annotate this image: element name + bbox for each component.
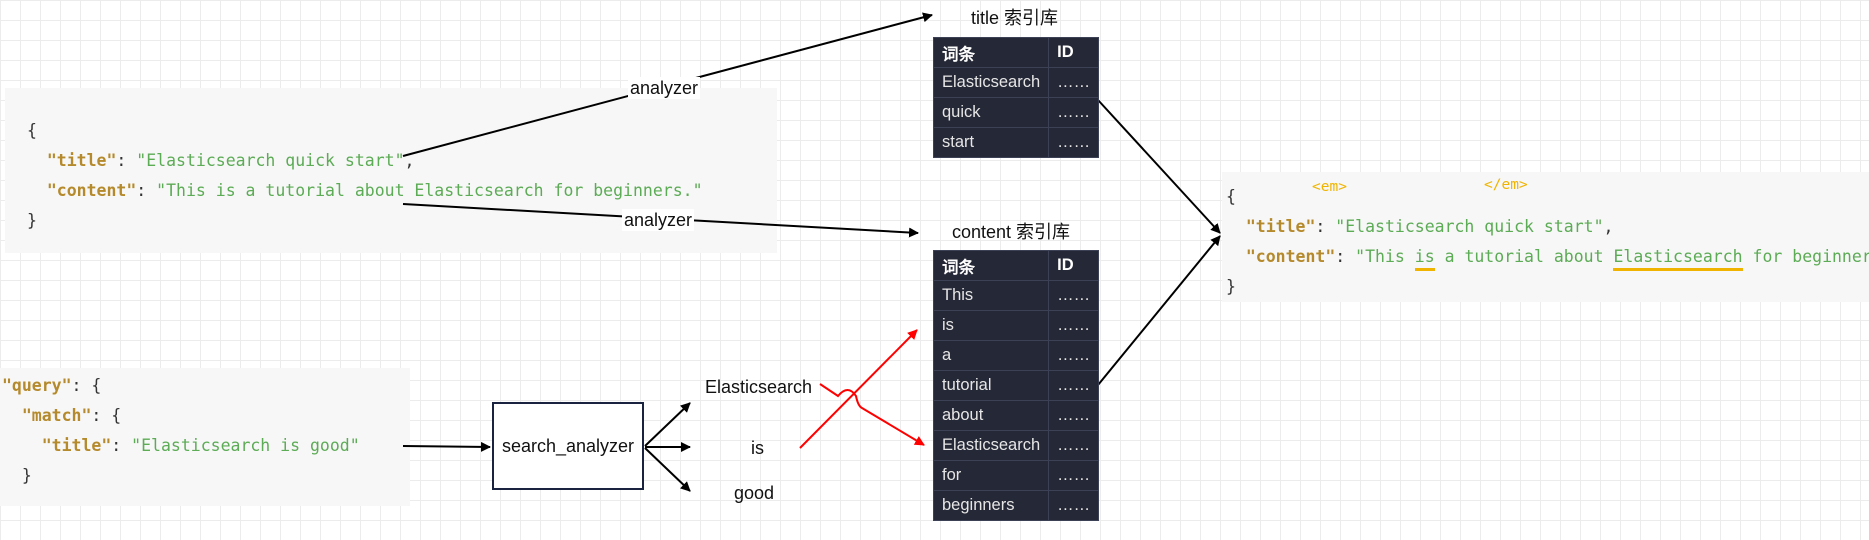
header-id: ID	[1048, 37, 1100, 68]
highlight-is: is	[1414, 247, 1435, 271]
table-row: is……	[932, 310, 1100, 341]
doc-close-brace: }	[27, 211, 37, 230]
query-key: "query"	[2, 376, 72, 395]
token-good: good	[734, 483, 775, 503]
search-analyzer-box: search_analyzer	[492, 402, 644, 490]
source-document-code: { "title": "Elasticsearch quick start", …	[5, 88, 777, 253]
table-row: Elasticsearch……	[932, 430, 1100, 461]
query-code: "query": { "match": { "title": "Elastics…	[0, 368, 410, 506]
analyzer-label-bottom: analyzer	[622, 209, 695, 231]
arrow-query-to-search-analyzer	[402, 441, 491, 452]
result-title-key: "title"	[1245, 217, 1316, 236]
em-open-tag: <em>	[1312, 179, 1347, 195]
table-row: quick……	[932, 97, 1100, 128]
analyzer-label-top: analyzer	[628, 77, 701, 99]
result-content-key: "content"	[1245, 247, 1336, 266]
arrow-to-token-elasticsearch	[644, 402, 691, 447]
table-header-row: 词条 ID	[932, 37, 1100, 68]
result-content-value: "This is a tutorial about Elasticsearch …	[1355, 247, 1869, 271]
table-row: beginners……	[932, 490, 1100, 521]
result-document-code: { "title": "Elasticsearch quick start", …	[1222, 172, 1869, 302]
doc-content-value: "This is a tutorial about Elasticsearch …	[156, 181, 703, 200]
result-open-brace: {	[1226, 187, 1236, 206]
arrow-to-token-good	[644, 447, 691, 492]
table-row: start……	[932, 127, 1100, 158]
em-close-tag: </em>	[1484, 177, 1528, 193]
content-index-table: 词条 ID This…… is…… a…… tutorial…… about………	[932, 250, 1100, 521]
result-title-value: "Elasticsearch quick start"	[1335, 217, 1604, 236]
table-row: This……	[932, 280, 1100, 311]
table-header-row: 词条 ID	[932, 250, 1100, 281]
arrow-content-index-to-result	[1097, 235, 1221, 386]
table-row: tutorial……	[932, 370, 1100, 401]
doc-title-key: "title"	[46, 151, 117, 170]
match-key: "match"	[21, 406, 92, 425]
token-elasticsearch: Elasticsearch	[705, 377, 813, 397]
table-row: for……	[932, 460, 1100, 491]
table-row: a……	[932, 340, 1100, 371]
red-arrow-elasticsearch-match	[819, 383, 925, 446]
query-title-key: "title"	[41, 436, 112, 455]
content-index-label: content 索引库	[952, 222, 1071, 242]
doc-title-value: "Elasticsearch quick start"	[136, 151, 405, 170]
query-close-brace: }	[21, 466, 32, 485]
doc-open-brace: {	[27, 121, 37, 140]
title-index-table: 词条 ID Elasticsearch…… quick…… start……	[932, 37, 1100, 158]
header-id: ID	[1048, 250, 1100, 281]
arrow-title-index-to-result	[1097, 99, 1221, 234]
token-is: is	[751, 438, 764, 458]
header-term: 词条	[932, 250, 1050, 281]
title-index-label: title 索引库	[971, 8, 1059, 28]
header-term: 词条	[932, 37, 1050, 68]
table-row: Elasticsearch……	[932, 67, 1100, 98]
table-row: about……	[932, 400, 1100, 431]
red-arrow-is-match	[799, 329, 918, 449]
query-title-value: "Elasticsearch is good"	[131, 436, 360, 455]
highlight-elasticsearch: Elasticsearch	[1613, 247, 1743, 271]
doc-content-key: "content"	[46, 181, 137, 200]
result-close-brace: }	[1226, 277, 1236, 296]
